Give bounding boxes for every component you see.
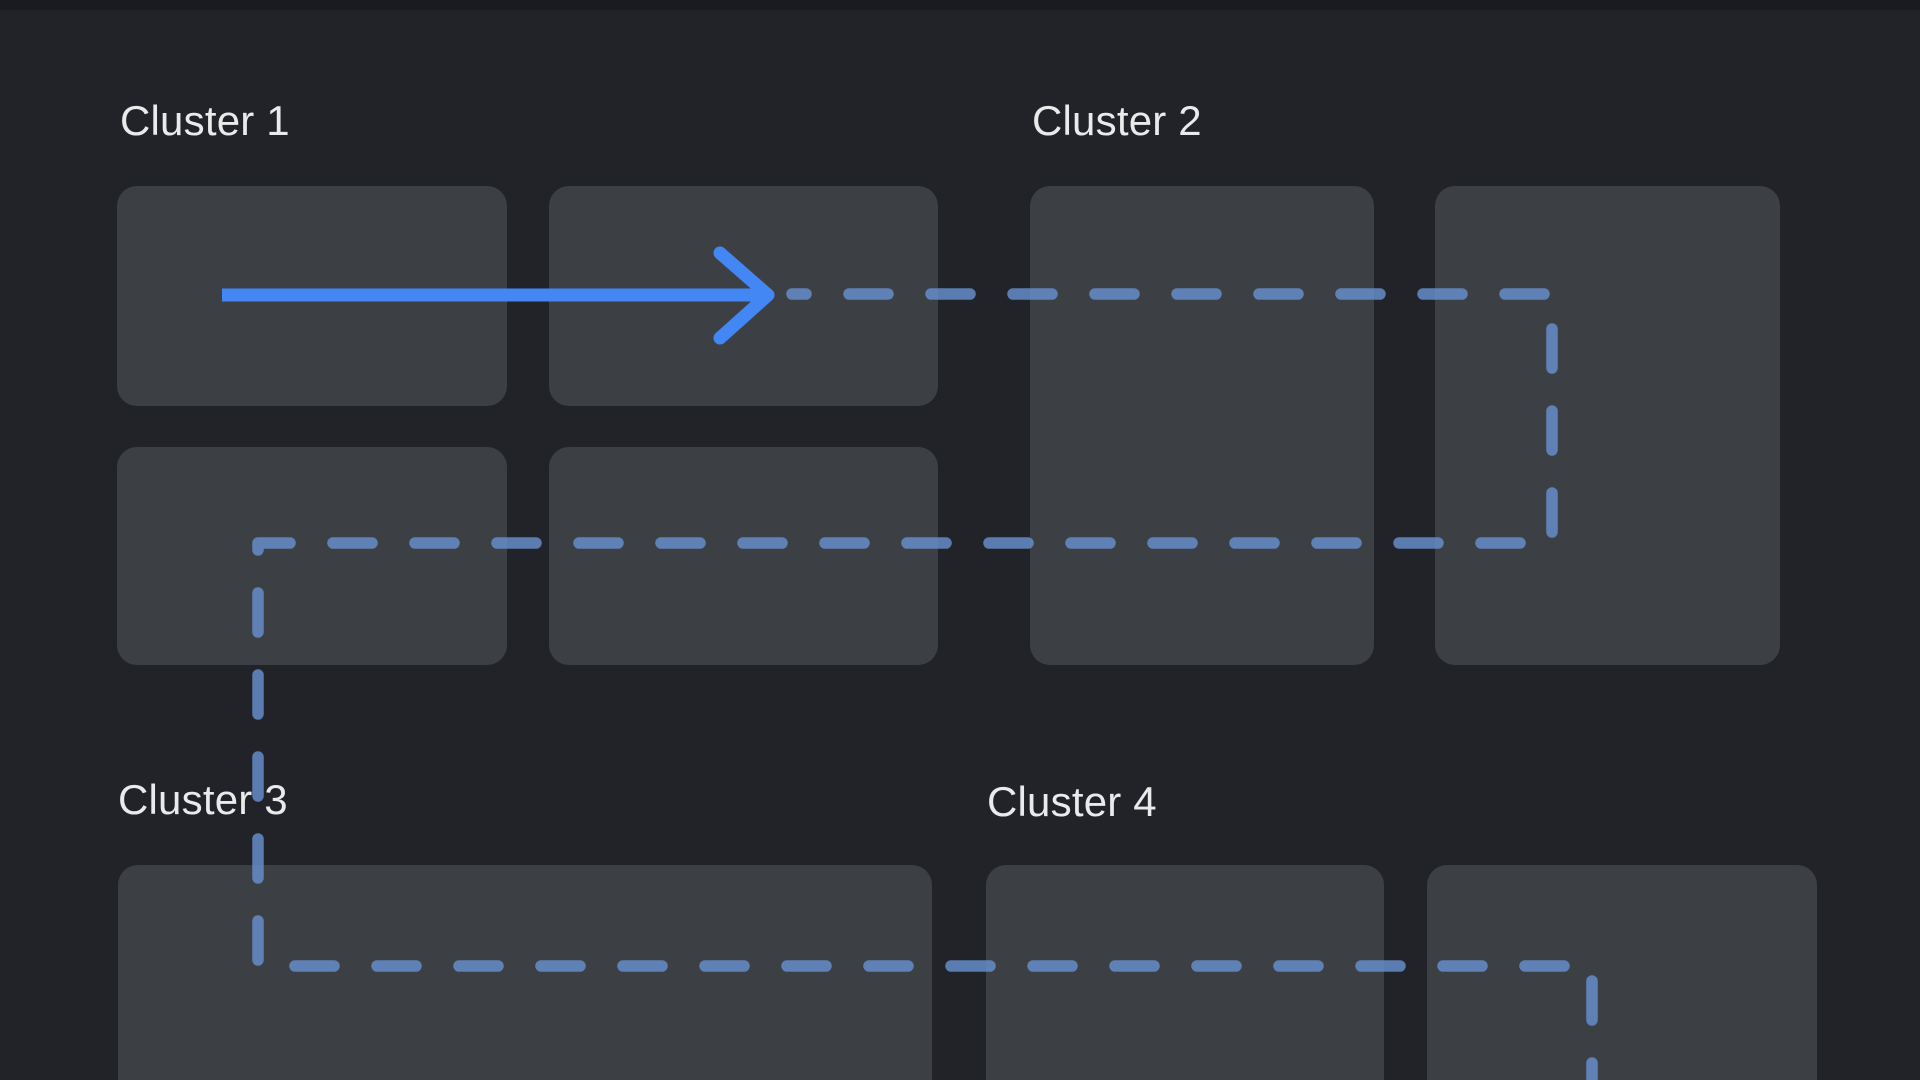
cluster4-card-1 <box>986 865 1384 1080</box>
cluster2-card-1 <box>1030 186 1374 665</box>
cluster2-label: Cluster 2 <box>1032 97 1202 144</box>
cluster4-card-2 <box>1427 865 1817 1080</box>
cluster1-card-4 <box>549 447 938 665</box>
window-top-edge-shade <box>0 0 1920 10</box>
cluster1-card-2 <box>549 186 938 406</box>
cluster4-label: Cluster 4 <box>987 778 1157 825</box>
cluster2-card-2 <box>1435 186 1780 665</box>
cluster3-card-1 <box>118 865 932 1080</box>
cluster1-card-3 <box>117 447 507 665</box>
cluster1-card-1 <box>117 186 507 406</box>
cluster3-label: Cluster 3 <box>118 776 288 823</box>
cluster1-label: Cluster 1 <box>120 97 290 144</box>
